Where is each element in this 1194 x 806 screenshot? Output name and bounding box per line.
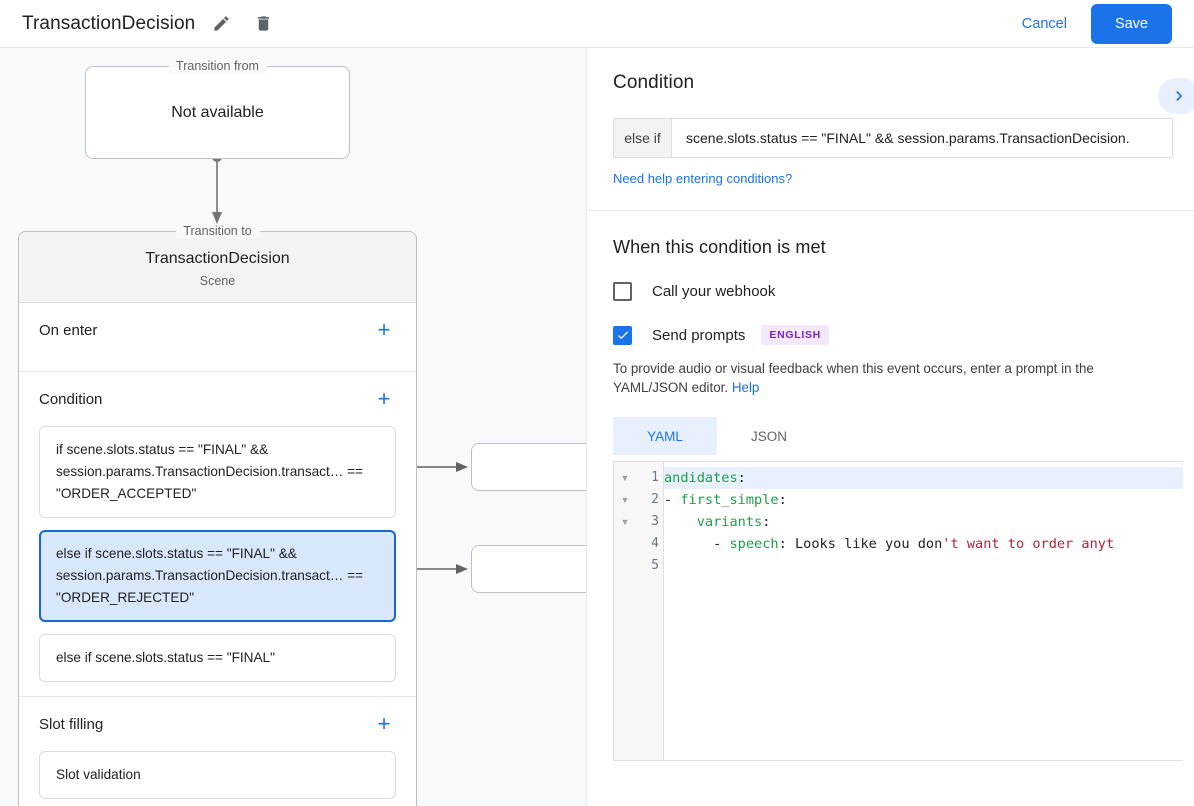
condition-help-link[interactable]: Need help entering conditions? bbox=[613, 171, 793, 186]
condition-item[interactable]: else if scene.slots.status == "FINAL" bbox=[39, 634, 396, 682]
code-token: : bbox=[778, 492, 787, 508]
editor-tabs: YAML JSON bbox=[613, 417, 1168, 455]
scene-card: Transition to TransactionDecision Scene … bbox=[18, 224, 417, 806]
section-header-condition: Condition + bbox=[39, 372, 396, 426]
section-condition: Condition + if scene.slots.status == "FI… bbox=[19, 372, 416, 697]
page-title: TransactionDecision bbox=[22, 12, 196, 34]
tab-json[interactable]: JSON bbox=[750, 428, 787, 444]
prompt-help-link[interactable]: Help bbox=[731, 380, 760, 395]
code-fold-column: ▼ ▼ ▼ bbox=[614, 462, 636, 760]
target-node-accepted[interactable] bbox=[471, 443, 586, 491]
code-line bbox=[664, 555, 1183, 577]
trash-icon[interactable] bbox=[247, 8, 279, 40]
line-number: 4 bbox=[651, 536, 659, 551]
condition-expression-input[interactable] bbox=[672, 119, 1172, 157]
send-prompts-checkbox[interactable] bbox=[613, 325, 632, 345]
top-bar: TransactionDecision Cancel Save bbox=[0, 0, 1194, 48]
transition-from-legend: Transition from bbox=[168, 59, 267, 73]
line-number: 2 bbox=[651, 492, 659, 507]
pencil-icon-glyph bbox=[214, 16, 229, 31]
slot-validation-item[interactable]: Slot validation bbox=[39, 751, 396, 799]
code-token: : bbox=[762, 514, 771, 530]
pencil-icon[interactable] bbox=[205, 8, 237, 40]
section-header-on-enter: On enter + bbox=[39, 303, 396, 357]
tab-yaml[interactable]: YAML bbox=[613, 417, 717, 455]
transition-to-header[interactable]: Transition to TransactionDecision Scene bbox=[19, 224, 416, 303]
code-token: andidates bbox=[664, 470, 738, 486]
fold-spacer bbox=[614, 533, 636, 555]
line-number: 5 bbox=[651, 558, 659, 573]
code-token: speech bbox=[729, 536, 779, 552]
line-number: 3 bbox=[651, 514, 659, 529]
line-number: 1 bbox=[651, 470, 659, 485]
scene-type: Scene bbox=[199, 274, 236, 288]
details-panel: Condition else if Need help entering con… bbox=[586, 48, 1194, 806]
section-slot-filling: Slot filling + Slot validation bbox=[19, 697, 416, 806]
chevron-right-icon[interactable] bbox=[1158, 78, 1194, 114]
section-label-slot-filling: Slot filling bbox=[39, 715, 104, 733]
code-token: : bbox=[778, 536, 795, 552]
code-line-numbers: 1 2 3 4 5 bbox=[636, 462, 664, 760]
code-content[interactable]: andidates:- first_simple: variants: - sp… bbox=[664, 462, 1183, 760]
code-token: first_simple bbox=[680, 492, 779, 508]
language-badge: ENGLISH bbox=[761, 325, 829, 345]
webhook-row[interactable]: Call your webhook bbox=[613, 282, 1168, 301]
section-label-condition: Condition bbox=[39, 390, 103, 408]
code-line: - first_simple: bbox=[664, 489, 1183, 511]
condition-item[interactable]: if scene.slots.status == "FINAL" && sess… bbox=[39, 426, 396, 518]
condition-item-selected[interactable]: else if scene.slots.status == "FINAL" &&… bbox=[39, 530, 396, 622]
condition-panel-title: Condition bbox=[613, 72, 695, 93]
call-webhook-checkbox[interactable] bbox=[613, 282, 632, 301]
trash-icon-glyph bbox=[257, 16, 269, 31]
target-node-rejected[interactable] bbox=[471, 545, 586, 593]
code-token: Looks like you don bbox=[794, 536, 943, 552]
condition-input-row[interactable]: else if bbox=[613, 118, 1173, 158]
section-header-slot-filling: Slot filling + bbox=[39, 697, 396, 751]
add-slot-filling-button[interactable]: + bbox=[377, 711, 391, 736]
code-token: - bbox=[664, 536, 730, 552]
when-condition-met-title: When this condition is met bbox=[613, 237, 826, 257]
code-line: - speech: Looks like you don't want to o… bbox=[664, 533, 1183, 555]
code-token: 't want to order anyt bbox=[942, 536, 1115, 552]
prompt-description: To provide audio or visual feedback when… bbox=[613, 359, 1168, 397]
call-webhook-label: Call your webhook bbox=[652, 283, 776, 300]
code-token: - bbox=[664, 492, 681, 508]
prompt-description-text: To provide audio or visual feedback when… bbox=[613, 361, 1094, 395]
transition-from-box: Transition from Not available bbox=[85, 59, 350, 159]
chevron-right-icon-glyph bbox=[1176, 91, 1183, 101]
section-label-on-enter: On enter bbox=[39, 321, 98, 339]
code-token: variants bbox=[696, 514, 763, 530]
save-button[interactable]: Save bbox=[1090, 3, 1172, 44]
transition-from-value: Not available bbox=[171, 103, 264, 121]
condition-block: Condition else if Need help entering con… bbox=[587, 48, 1194, 211]
send-prompts-row[interactable]: Send prompts ENGLISH bbox=[613, 325, 1168, 345]
condition-prefix-label: else if bbox=[614, 119, 672, 157]
fold-spacer bbox=[614, 555, 636, 577]
code-token: : bbox=[737, 470, 746, 486]
code-line: variants: bbox=[664, 511, 1183, 533]
code-line: andidates: bbox=[664, 467, 1183, 489]
cancel-button[interactable]: Cancel bbox=[1008, 8, 1081, 40]
scene-name: TransactionDecision bbox=[145, 250, 290, 267]
when-condition-met-block: When this condition is met Call your web… bbox=[587, 211, 1194, 761]
add-condition-button[interactable]: + bbox=[377, 386, 391, 411]
transition-to-legend: Transition to bbox=[175, 224, 260, 238]
section-on-enter: On enter + bbox=[19, 303, 416, 372]
checkmark-icon bbox=[617, 331, 628, 340]
fold-arrow-icon[interactable]: ▼ bbox=[620, 495, 630, 505]
code-token bbox=[664, 514, 697, 530]
fold-arrow-icon[interactable]: ▼ bbox=[620, 473, 630, 483]
add-on-enter-button[interactable]: + bbox=[377, 317, 391, 342]
fold-arrow-icon[interactable]: ▼ bbox=[620, 517, 630, 527]
send-prompts-label: Send prompts bbox=[652, 326, 746, 344]
flow-canvas[interactable]: Transition from Not available Transition… bbox=[0, 48, 586, 806]
